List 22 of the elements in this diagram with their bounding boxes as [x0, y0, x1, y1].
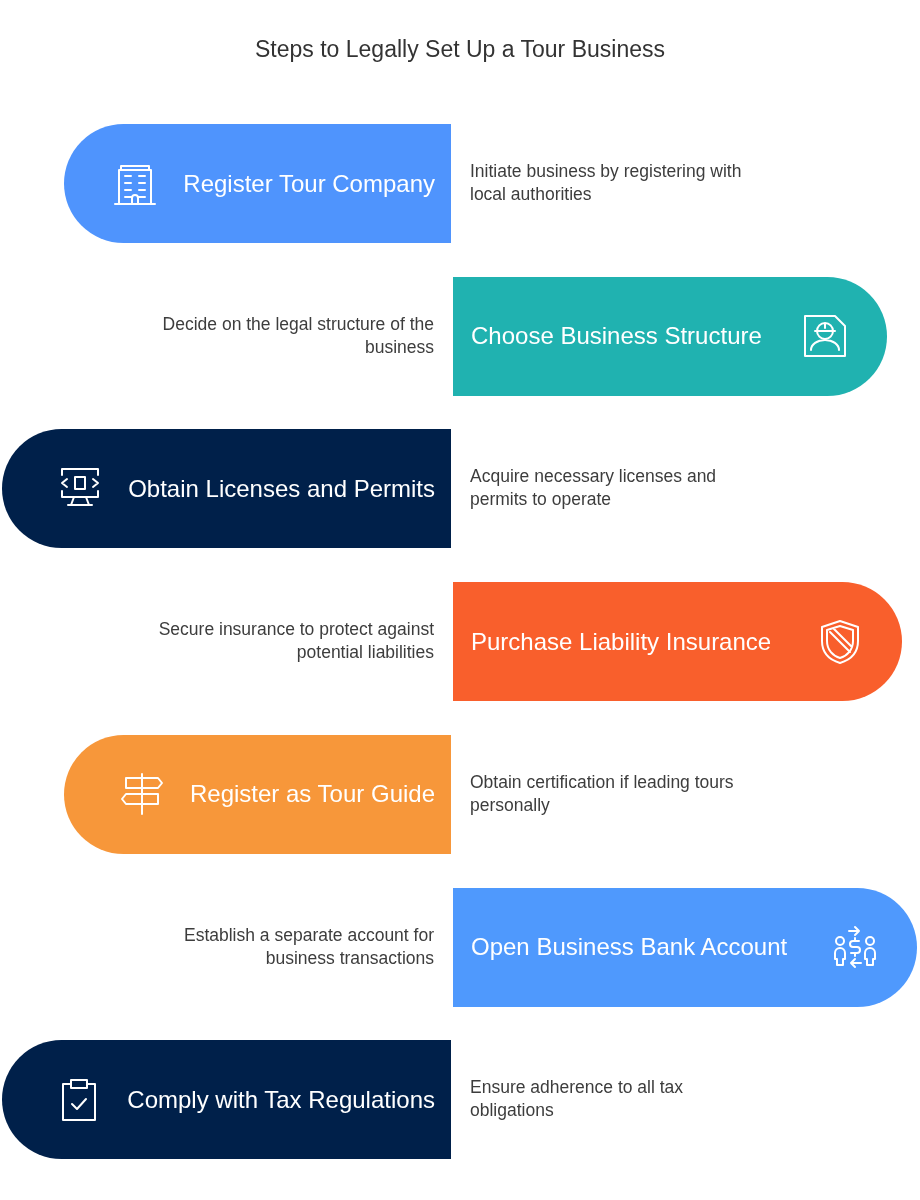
step-title: Register Tour Company [183, 168, 435, 199]
step-title: Obtain Licenses and Permits [128, 473, 435, 504]
step-description: Decide on the legal structure of the business [161, 312, 434, 359]
step-description: Secure insurance to protect against potential liabilities [157, 618, 434, 665]
step-description: Initiate business by registering with local authorities [470, 160, 743, 206]
step-title: Purchase Liability Insurance [471, 626, 772, 657]
step-banner [453, 582, 902, 702]
title: Steps to Legally Set Up a Tour Business [254, 35, 666, 64]
step-description: Ensure adherence to all tax obligations [470, 1076, 685, 1123]
step-description: Acquire necessary licenses and permits to operate [470, 465, 718, 512]
step-description: Establish a separate account for business transactions [183, 923, 434, 970]
step-title: Open Business Bank Account [471, 932, 788, 962]
step-banner [453, 887, 917, 1007]
step-banner [64, 124, 451, 243]
step-title: Comply with Tax Regulations [127, 1084, 435, 1115]
step-title: Choose Business Structure [471, 321, 762, 352]
step-banner [453, 276, 887, 396]
step-banner [64, 734, 451, 854]
step-description: Obtain certification if leading tours personally [470, 770, 735, 817]
step-banner [2, 1040, 451, 1160]
step-banner [2, 429, 451, 549]
step-title: Register as Tour Guide [190, 779, 435, 810]
